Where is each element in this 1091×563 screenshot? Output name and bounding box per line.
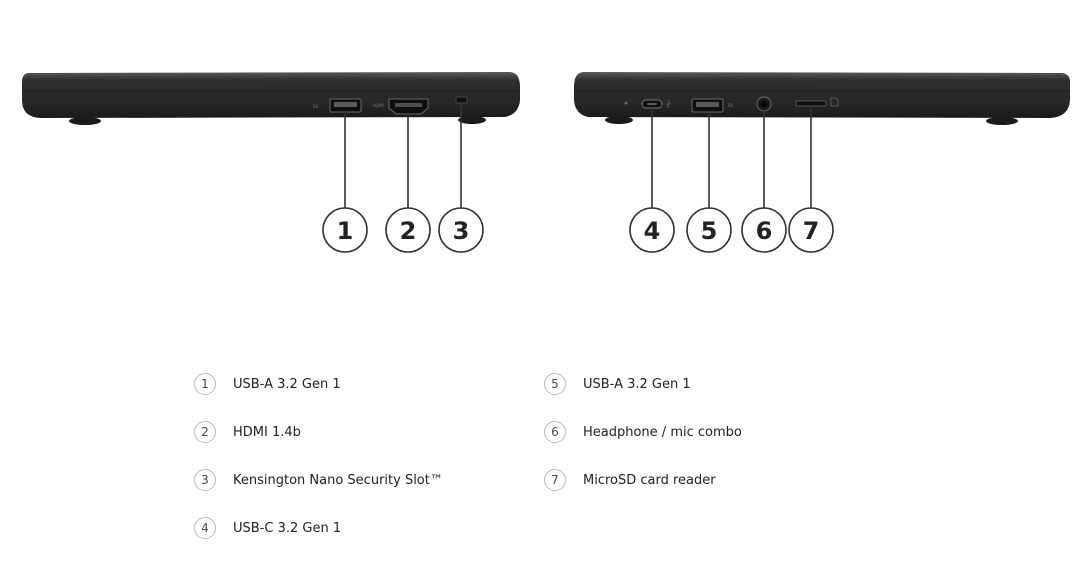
leader-lines bbox=[344, 103, 812, 208]
left-lid-edge bbox=[23, 72, 519, 81]
callout-number: 6 bbox=[756, 217, 773, 245]
port-diagram: SS HDMI SS bbox=[22, 72, 1070, 253]
legend-number-badge: 1 bbox=[194, 373, 216, 395]
legend-label: USB-A 3.2 Gen 1 bbox=[583, 376, 691, 392]
callout-number: 3 bbox=[453, 217, 470, 245]
legend-item: 2 HDMI 1.4b bbox=[194, 419, 443, 445]
callout-5: 5 bbox=[686, 207, 732, 253]
legend-item: 1 USB-A 3.2 Gen 1 bbox=[194, 371, 443, 397]
legend-number-badge: 2 bbox=[194, 421, 216, 443]
usb-c-port bbox=[641, 99, 671, 109]
usb-a-left-caption: SS bbox=[313, 104, 319, 109]
legend-number-badge: 4 bbox=[194, 517, 216, 539]
legend-label: USB-C 3.2 Gen 1 bbox=[233, 520, 342, 536]
legend-number-badge: 5 bbox=[544, 373, 566, 395]
legend-item: 6 Headphone / mic combo bbox=[544, 419, 742, 445]
callout-number: 5 bbox=[701, 217, 718, 245]
legend-label: MicroSD card reader bbox=[583, 472, 716, 488]
callout-number: 1 bbox=[337, 217, 354, 245]
laptop-left-side: SS HDMI bbox=[22, 72, 520, 125]
legend-item: 3 Kensington Nano Security Slot™ bbox=[194, 467, 443, 493]
callout-2: 2 bbox=[385, 207, 431, 253]
legend-item: 7 MicroSD card reader bbox=[544, 467, 742, 493]
usb-a-right-caption: SS bbox=[728, 103, 734, 108]
status-led bbox=[624, 101, 628, 105]
callout-6: 6 bbox=[741, 207, 787, 253]
callout-number: 7 bbox=[803, 217, 820, 245]
callout-1: 1 bbox=[322, 207, 368, 253]
left-foot-front bbox=[69, 117, 101, 125]
right-foot-back bbox=[986, 117, 1018, 125]
legend-label: Kensington Nano Security Slot™ bbox=[233, 472, 443, 488]
legend-label: HDMI 1.4b bbox=[233, 424, 301, 440]
legend-number-badge: 7 bbox=[544, 469, 566, 491]
audio-jack bbox=[756, 96, 772, 112]
callout-3: 3 bbox=[438, 207, 484, 253]
legend-right-column: 5 USB-A 3.2 Gen 1 6 Headphone / mic comb… bbox=[544, 371, 742, 515]
callout-number: 2 bbox=[400, 217, 417, 245]
legend-label: Headphone / mic combo bbox=[583, 424, 742, 440]
right-lid-edge bbox=[575, 72, 1070, 81]
security-slot bbox=[455, 96, 468, 104]
callout-7: 7 bbox=[788, 207, 834, 253]
usb-a-port-right: SS bbox=[691, 98, 734, 113]
callout-4: 4 bbox=[629, 207, 675, 253]
hdmi-port: HDMI bbox=[373, 98, 429, 115]
left-foot-back bbox=[458, 116, 486, 124]
legend-label: USB-A 3.2 Gen 1 bbox=[233, 376, 341, 392]
laptop-right-side: SS bbox=[574, 72, 1070, 125]
right-foot-front bbox=[605, 116, 633, 124]
callout-number: 4 bbox=[644, 217, 661, 245]
legend-item: 4 USB-C 3.2 Gen 1 bbox=[194, 515, 443, 541]
legend-left-column: 1 USB-A 3.2 Gen 1 2 HDMI 1.4b 3 Kensingt… bbox=[194, 371, 443, 563]
hdmi-caption: HDMI bbox=[373, 103, 384, 108]
legend-item: 5 USB-A 3.2 Gen 1 bbox=[544, 371, 742, 397]
legend-number-badge: 6 bbox=[544, 421, 566, 443]
legend-number-badge: 3 bbox=[194, 469, 216, 491]
